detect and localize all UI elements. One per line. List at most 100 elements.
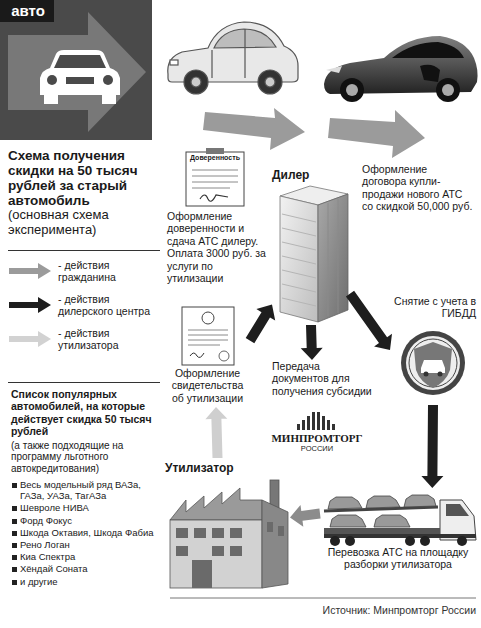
step-text: Оформление свидетельства об утилизации (165, 367, 250, 404)
step-block: Передача документов для получения субсид… (270, 360, 375, 400)
header-panel (40, 50, 120, 95)
old-car (168, 22, 298, 94)
traffic-police-emblem (406, 336, 460, 390)
subtitle: (основная схема эксперимента) (8, 208, 166, 237)
dealer-building (328, 203, 329, 316)
recycling-plant (278, 526, 284, 536)
flow-arrow (290, 505, 321, 527)
header-panel (47, 75, 57, 85)
recycling-plant (192, 560, 212, 588)
legend-text: - действия гражданина (58, 259, 160, 284)
dealer-node: Дилер (272, 168, 350, 325)
dealer-building (318, 194, 348, 322)
bullet-square (12, 580, 17, 585)
node-title: Дилер (272, 168, 350, 182)
list-item: Хёндай Соната (20, 563, 157, 574)
recycling-plant (230, 528, 242, 538)
step-text: Оформление доверенности и сдача АТС диле… (167, 210, 268, 284)
recycling-certificate (188, 345, 220, 346)
power-of-attorney-document (192, 182, 238, 183)
recycling-certificate (202, 312, 214, 324)
recycling-certificate (188, 330, 228, 345)
old-car (191, 77, 201, 87)
car-carrier-truck (324, 495, 476, 546)
list-item: Форд Фокус (20, 515, 157, 526)
bullet-row: Хёндай Соната (11, 563, 157, 574)
car-carrier-truck (446, 504, 469, 516)
citizen-arrows (203, 108, 305, 150)
step-block: Оформление доверенности и сдача АТС диле… (165, 150, 270, 287)
recycling-plant (176, 528, 188, 538)
bullet-square (12, 531, 17, 536)
old-car (258, 70, 282, 94)
car-carrier-truck (330, 536, 340, 546)
step-block: Перевозка АТС на площадку разборки утили… (320, 488, 476, 573)
recycling-plant (262, 500, 288, 588)
recycling-plant (176, 546, 188, 556)
car-carrier-truck (457, 536, 467, 546)
step-text: Снятие с учета в ГИБДД (390, 295, 476, 320)
recycling-plant (170, 488, 262, 520)
dealer-building (328, 199, 338, 316)
new-car (326, 66, 342, 73)
bullet-row: Рено Логан (11, 539, 157, 550)
bullet-row: Весь модельный ряд ВАЗа, ГАЗа, УАЗа, Таг… (11, 479, 157, 501)
bullet-square (12, 567, 17, 572)
source-caption: Источник: Минпромторг России (200, 604, 476, 616)
dealer-building (282, 270, 316, 278)
ministry-logo-text: МИНПРОМТОРГ (252, 432, 382, 445)
header-panel (102, 95, 116, 104)
recycling-certificate (188, 330, 228, 331)
ministry-logo-mark (312, 412, 315, 430)
header-panel (103, 75, 113, 85)
power-of-attorney-document (192, 170, 238, 171)
ministry-logo-mark (302, 420, 305, 430)
traffic-police-emblem (409, 339, 457, 387)
dealer-building (282, 284, 316, 292)
legend-arrow (9, 331, 51, 347)
car-carrier-truck (366, 496, 400, 508)
list-item: Шевроле НИВА (20, 502, 157, 513)
legend-arrow (9, 297, 51, 313)
header-panel (0, 0, 54, 22)
legend-row: - действия утилизатора (8, 327, 160, 352)
traffic-police-emblem (424, 372, 429, 377)
car-carrier-truck (330, 515, 366, 527)
step-block: Снятие с учета в ГИБДД (390, 295, 476, 405)
list-item: Рено Логан (20, 539, 157, 550)
car-carrier-truck (328, 495, 436, 527)
old-car (211, 50, 212, 78)
ministry-logo-mark (332, 424, 335, 430)
traffic-police-emblem (414, 342, 452, 388)
header-panel (54, 55, 106, 68)
recycling-certificate (190, 353, 204, 357)
power-of-attorney-document (192, 170, 238, 188)
flow-arrow (205, 407, 227, 458)
car-carrier-truck (405, 536, 415, 546)
new-car (392, 42, 464, 58)
legend-row: - действия дилерского центра (8, 293, 160, 318)
bullet-square (12, 543, 17, 548)
header-panel (0, 0, 152, 140)
recycling-plant (267, 522, 273, 532)
bullet-row: и другие (11, 576, 157, 587)
list-heading: Список популярных автомобилей, на которы… (11, 388, 157, 438)
bullet-row: Киа Спектра (11, 551, 157, 562)
ministry-logo-mark (297, 424, 300, 430)
old-car (214, 29, 276, 48)
document-title: Доверенность (186, 154, 244, 162)
legend-arrow (9, 263, 51, 279)
ministry-logo-mark (307, 416, 310, 430)
traffic-police-emblem (401, 331, 465, 395)
bullet-square (12, 519, 17, 524)
recycling-certificate (182, 307, 234, 365)
bullet-row: Шкода Октавия, Шкода Фабиа (11, 527, 157, 538)
node-title: Утилизатор (165, 461, 290, 475)
car-carrier-truck (330, 536, 467, 546)
list-item: Шкода Октавия, Шкода Фабиа (20, 527, 157, 538)
header-panel (44, 95, 58, 104)
power-of-attorney-document (200, 195, 228, 201)
list-item: Киа Спектра (20, 551, 157, 562)
recycling-plant (230, 546, 242, 556)
new-car (442, 84, 454, 96)
